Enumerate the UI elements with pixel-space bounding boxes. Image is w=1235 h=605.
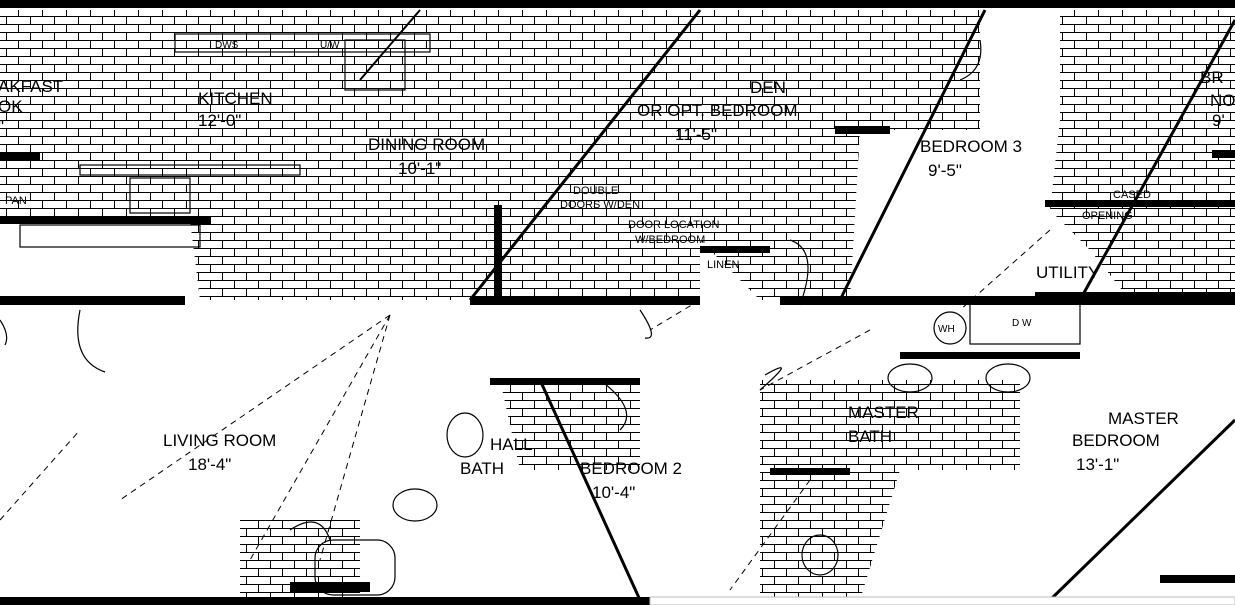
svg-text:NO: NO	[1210, 91, 1235, 110]
svg-text:W/BEDROOM: W/BEDROOM	[635, 234, 705, 246]
room-label-breakfast: AKFAST OK "	[0, 77, 63, 136]
diagonal-strokes	[359, 9, 1235, 602]
fixture-dws: DWS	[215, 40, 239, 51]
svg-text:BR: BR	[1200, 68, 1224, 87]
svg-text:9'-5": 9'-5"	[928, 161, 962, 180]
svg-text:BATH: BATH	[460, 459, 504, 478]
svg-text:BEDROOM 3: BEDROOM 3	[920, 137, 1022, 156]
svg-text:DOOR LOCATION: DOOR LOCATION	[628, 219, 720, 231]
room-label-bedroom-2: BEDROOM 2 10'-4"	[580, 459, 682, 502]
note-door-location: DOOR LOCATION W/BEDROOM	[628, 219, 720, 246]
note-cased-opening: CASED OPENING	[1082, 189, 1151, 222]
svg-text:DOUBLE: DOUBLE	[573, 185, 618, 197]
fixture-dw: D W	[1012, 318, 1032, 329]
svg-text:12'-0": 12'-0"	[198, 111, 241, 130]
svg-text:HALL: HALL	[490, 435, 533, 454]
svg-text:BATH: BATH	[848, 427, 892, 446]
svg-text:OPENING: OPENING	[1082, 210, 1133, 222]
svg-text:BEDROOM 2: BEDROOM 2	[580, 459, 682, 478]
room-label-dining: DINING ROOM 10'-1"	[368, 135, 485, 178]
svg-text:OK: OK	[0, 97, 23, 116]
room-label-living: LIVING ROOM 18'-4"	[163, 431, 276, 474]
svg-text:OR OPT. BEDROOM: OR OPT. BEDROOM	[637, 101, 798, 120]
svg-text:": "	[0, 117, 4, 136]
fixture-uw: U/W	[320, 40, 340, 51]
room-label-hall-bath: HALL BATH	[460, 435, 533, 478]
note-double-doors: DOUBLE DOORS W/DEN	[560, 185, 640, 211]
svg-text:13'-1": 13'-1"	[1076, 455, 1119, 474]
fixture-wh: WH	[938, 324, 955, 335]
svg-text:18'-4": 18'-4"	[188, 455, 231, 474]
bath-fixtures	[314, 301, 1081, 596]
svg-text:DINING ROOM: DINING ROOM	[368, 135, 485, 154]
room-label-breakfast-right: BR NO 9'	[1200, 68, 1235, 130]
page-edge-marker	[649, 596, 1235, 605]
kitchen-fixtures	[19, 33, 431, 248]
svg-text:10'-1": 10'-1"	[398, 159, 441, 178]
svg-text:LIVING ROOM: LIVING ROOM	[163, 431, 276, 450]
svg-text:DEN: DEN	[750, 78, 786, 97]
svg-text:MASTER: MASTER	[1108, 409, 1179, 428]
svg-text:KITCHEN: KITCHEN	[198, 89, 273, 108]
room-label-master-bath: MASTER BATH	[848, 403, 919, 446]
door-swings	[0, 39, 982, 541]
room-label-bedroom-3: BEDROOM 3 9'-5"	[920, 137, 1022, 180]
room-label-den: DEN OR OPT. BEDROOM 11'-5"	[637, 78, 798, 144]
svg-text:DOORS W/DEN: DOORS W/DEN	[560, 199, 640, 211]
svg-text:BEDROOM: BEDROOM	[1072, 431, 1160, 450]
note-pan: PAN	[5, 195, 27, 207]
svg-text:MASTER: MASTER	[848, 403, 919, 422]
svg-text:10'-4": 10'-4"	[592, 483, 635, 502]
note-linen: LINEN	[707, 259, 739, 271]
room-label-kitchen: KITCHEN 12'-0"	[198, 89, 273, 130]
svg-text:CASED: CASED	[1113, 189, 1151, 201]
room-label-master-bedroom: MASTER BEDROOM 13'-1"	[1072, 409, 1179, 474]
dashed-guides	[0, 229, 1051, 591]
room-label-utility: UTILITY	[1036, 263, 1099, 282]
svg-text:9': 9'	[1212, 111, 1225, 130]
svg-text:AKFAST: AKFAST	[0, 77, 63, 96]
svg-text:11'-5": 11'-5"	[675, 125, 717, 144]
